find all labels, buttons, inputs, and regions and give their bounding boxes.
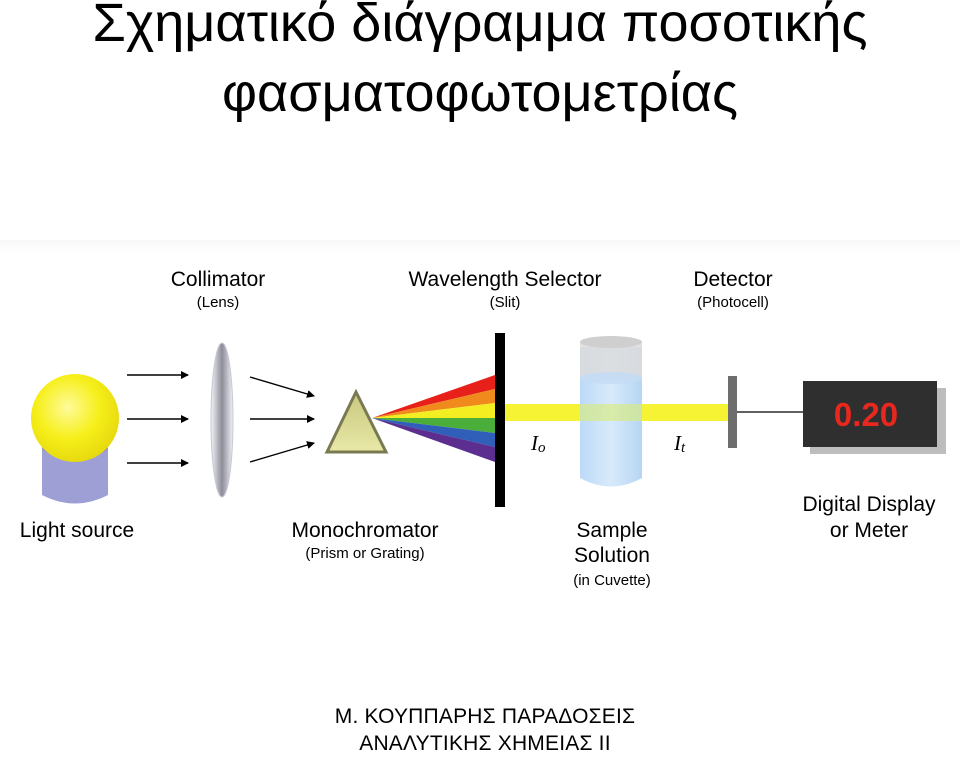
collimator-sublabel: (Lens) xyxy=(197,294,240,311)
sample-label-line2: Solution xyxy=(574,544,650,567)
transmitted-intensity-label: It xyxy=(673,431,686,456)
digital-display xyxy=(803,381,946,454)
transmitted-intensity-base: I xyxy=(673,431,682,455)
slide-title: Σχηματικό διάγραμμα ποσοτικής φασματοφωτ… xyxy=(0,0,960,128)
incident-intensity-sub: o xyxy=(538,440,546,456)
monochromator-label: Monochromator xyxy=(291,519,438,542)
display-reading: 0.20 xyxy=(834,396,898,433)
source-arrows xyxy=(127,371,189,467)
spectrophotometer-diagram: Collimator (Lens) Wavelength Selector (S… xyxy=(20,268,946,589)
spectrum-fan xyxy=(372,375,495,462)
cuvette-icon xyxy=(580,336,642,487)
collimator-arrows xyxy=(249,376,315,463)
collimator-label: Collimator xyxy=(171,268,266,291)
title-line-2: φασματοφωτομετρίας xyxy=(222,63,738,123)
transmitted-intensity-sub: t xyxy=(681,440,686,456)
incident-intensity-label: Io xyxy=(530,431,546,456)
footer-line-2: ΑΝΑΛΥΤΙΚΗΣ ΧΗΜΕΙΑΣ ΙΙ xyxy=(359,732,611,755)
sample-sublabel: (in Cuvette) xyxy=(573,572,651,589)
display-label-line2: or Meter xyxy=(830,519,908,542)
title-line-1: Σχηματικό διάγραμμα ποσοτικής xyxy=(92,0,868,53)
incident-intensity-base: I xyxy=(530,431,539,455)
photocell-icon xyxy=(728,376,737,448)
slit-icon xyxy=(495,333,505,507)
light-source-label: Light source xyxy=(20,519,134,542)
light-source-icon xyxy=(31,374,119,504)
monochromator-sublabel: (Prism or Grating) xyxy=(305,545,424,562)
footer-line-1: Μ. ΚΟΥΠΠΑΡΗΣ ΠΑΡΑΔΟΣΕΙΣ xyxy=(334,705,636,728)
detector-label: Detector xyxy=(693,268,772,291)
wavelength-selector-label: Wavelength Selector xyxy=(409,268,602,291)
sample-label-line1: Sample xyxy=(576,519,647,542)
prism-icon xyxy=(324,388,389,454)
detector-sublabel: (Photocell) xyxy=(697,294,769,311)
wavelength-selector-sublabel: (Slit) xyxy=(490,294,521,311)
display-label-line1: Digital Display xyxy=(802,493,936,516)
collimator-lens-icon xyxy=(210,342,234,498)
